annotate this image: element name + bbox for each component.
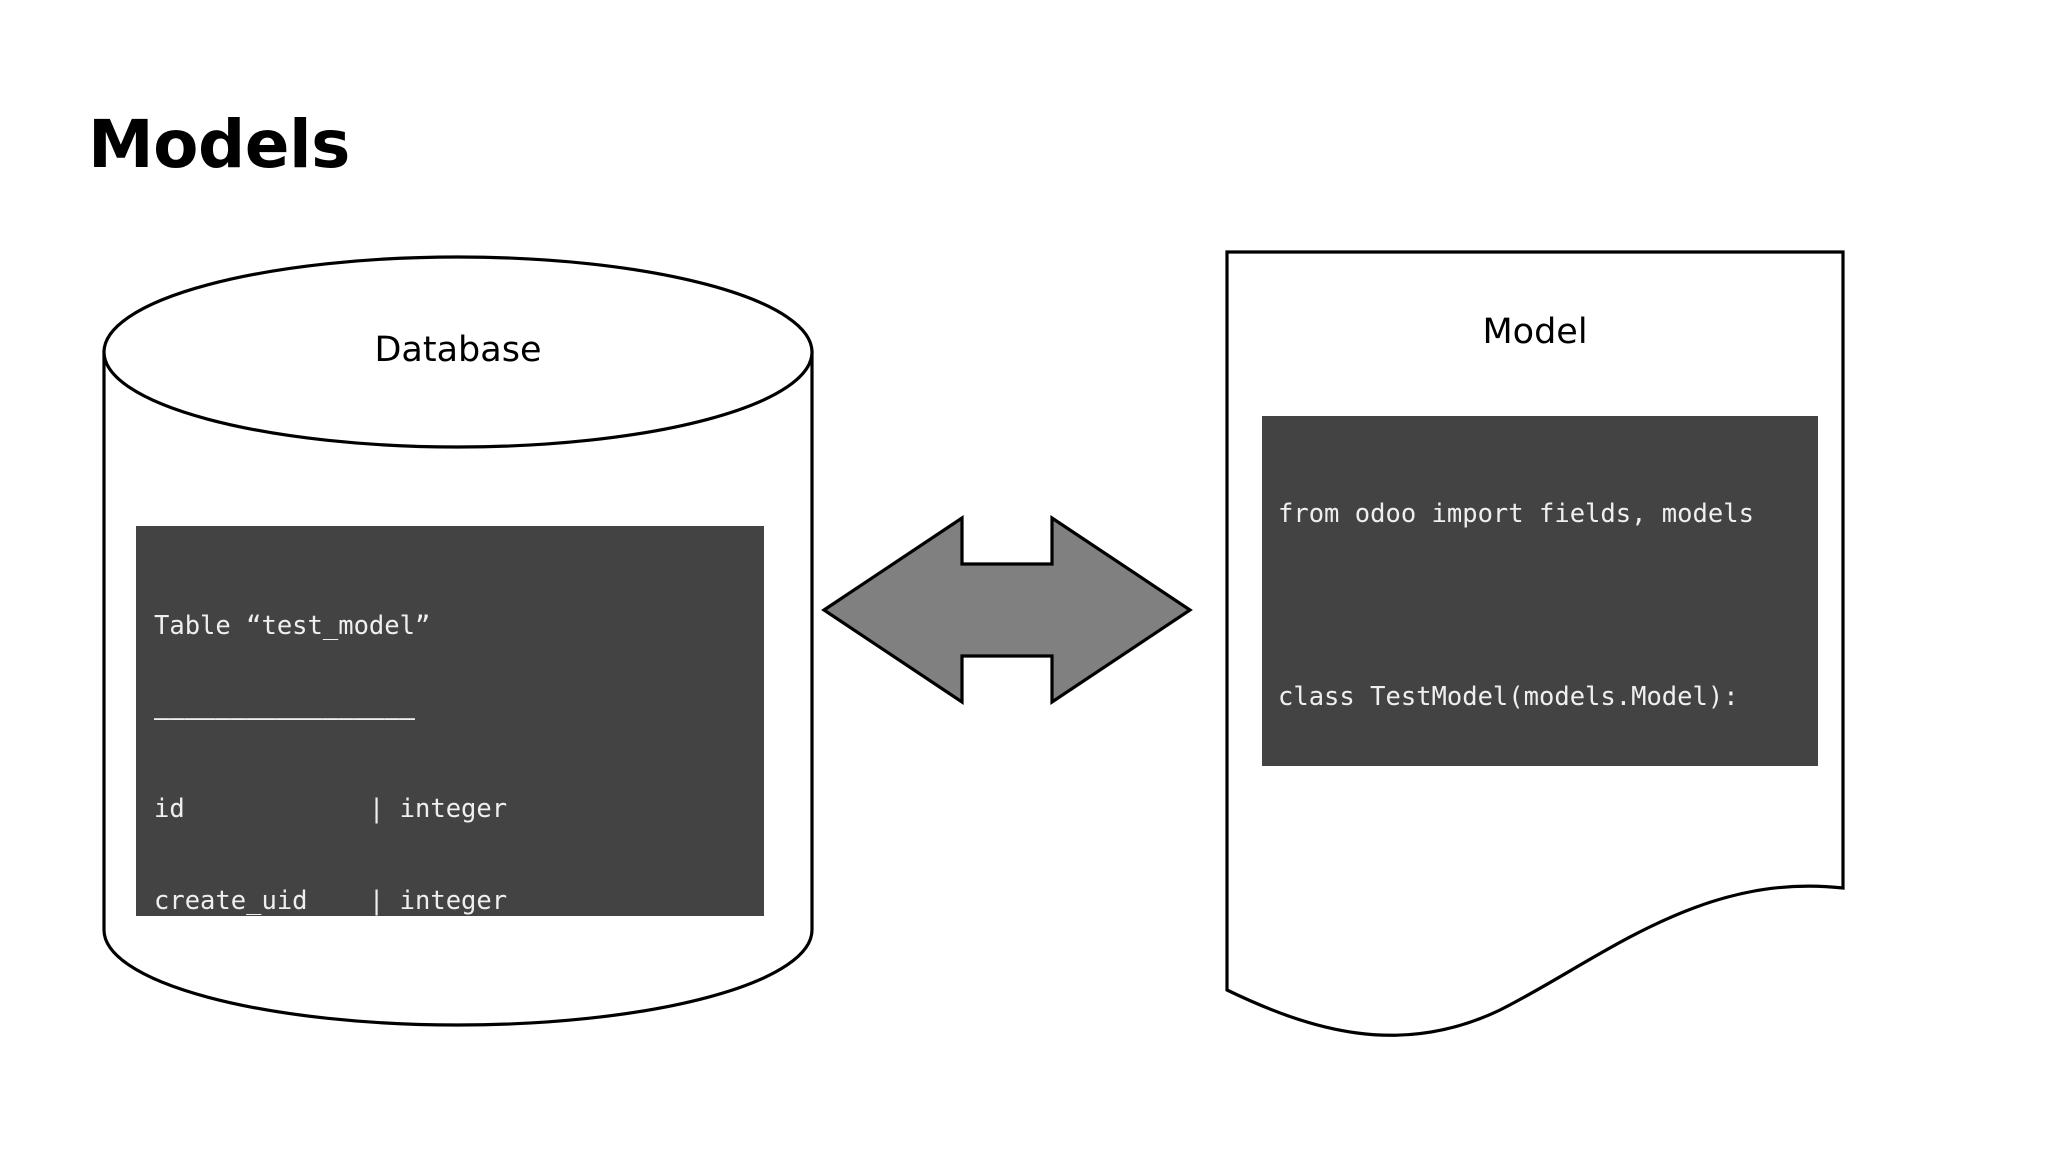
bidirectional-arrow	[821, 515, 1193, 705]
model-code-line	[1278, 591, 1818, 622]
db-table-row: create_uid | integer	[154, 885, 508, 916]
model-caption: Model	[1482, 312, 1588, 352]
page-title: Models	[88, 106, 350, 183]
model-code-line: class TestModel(models.Model):	[1278, 682, 1739, 712]
model-code-line: from odoo import fields, models	[1278, 499, 1754, 529]
database-table-panel: Table “test_model” ————————————————— id …	[136, 526, 764, 916]
db-table-row: id | integer	[154, 794, 508, 824]
database-caption: Database	[374, 330, 542, 370]
db-table-divider: —————————————————	[154, 702, 415, 733]
model-code-panel: from odoo import fields, models class Te…	[1262, 416, 1818, 766]
db-table-header: Table “test_model”	[154, 611, 431, 641]
